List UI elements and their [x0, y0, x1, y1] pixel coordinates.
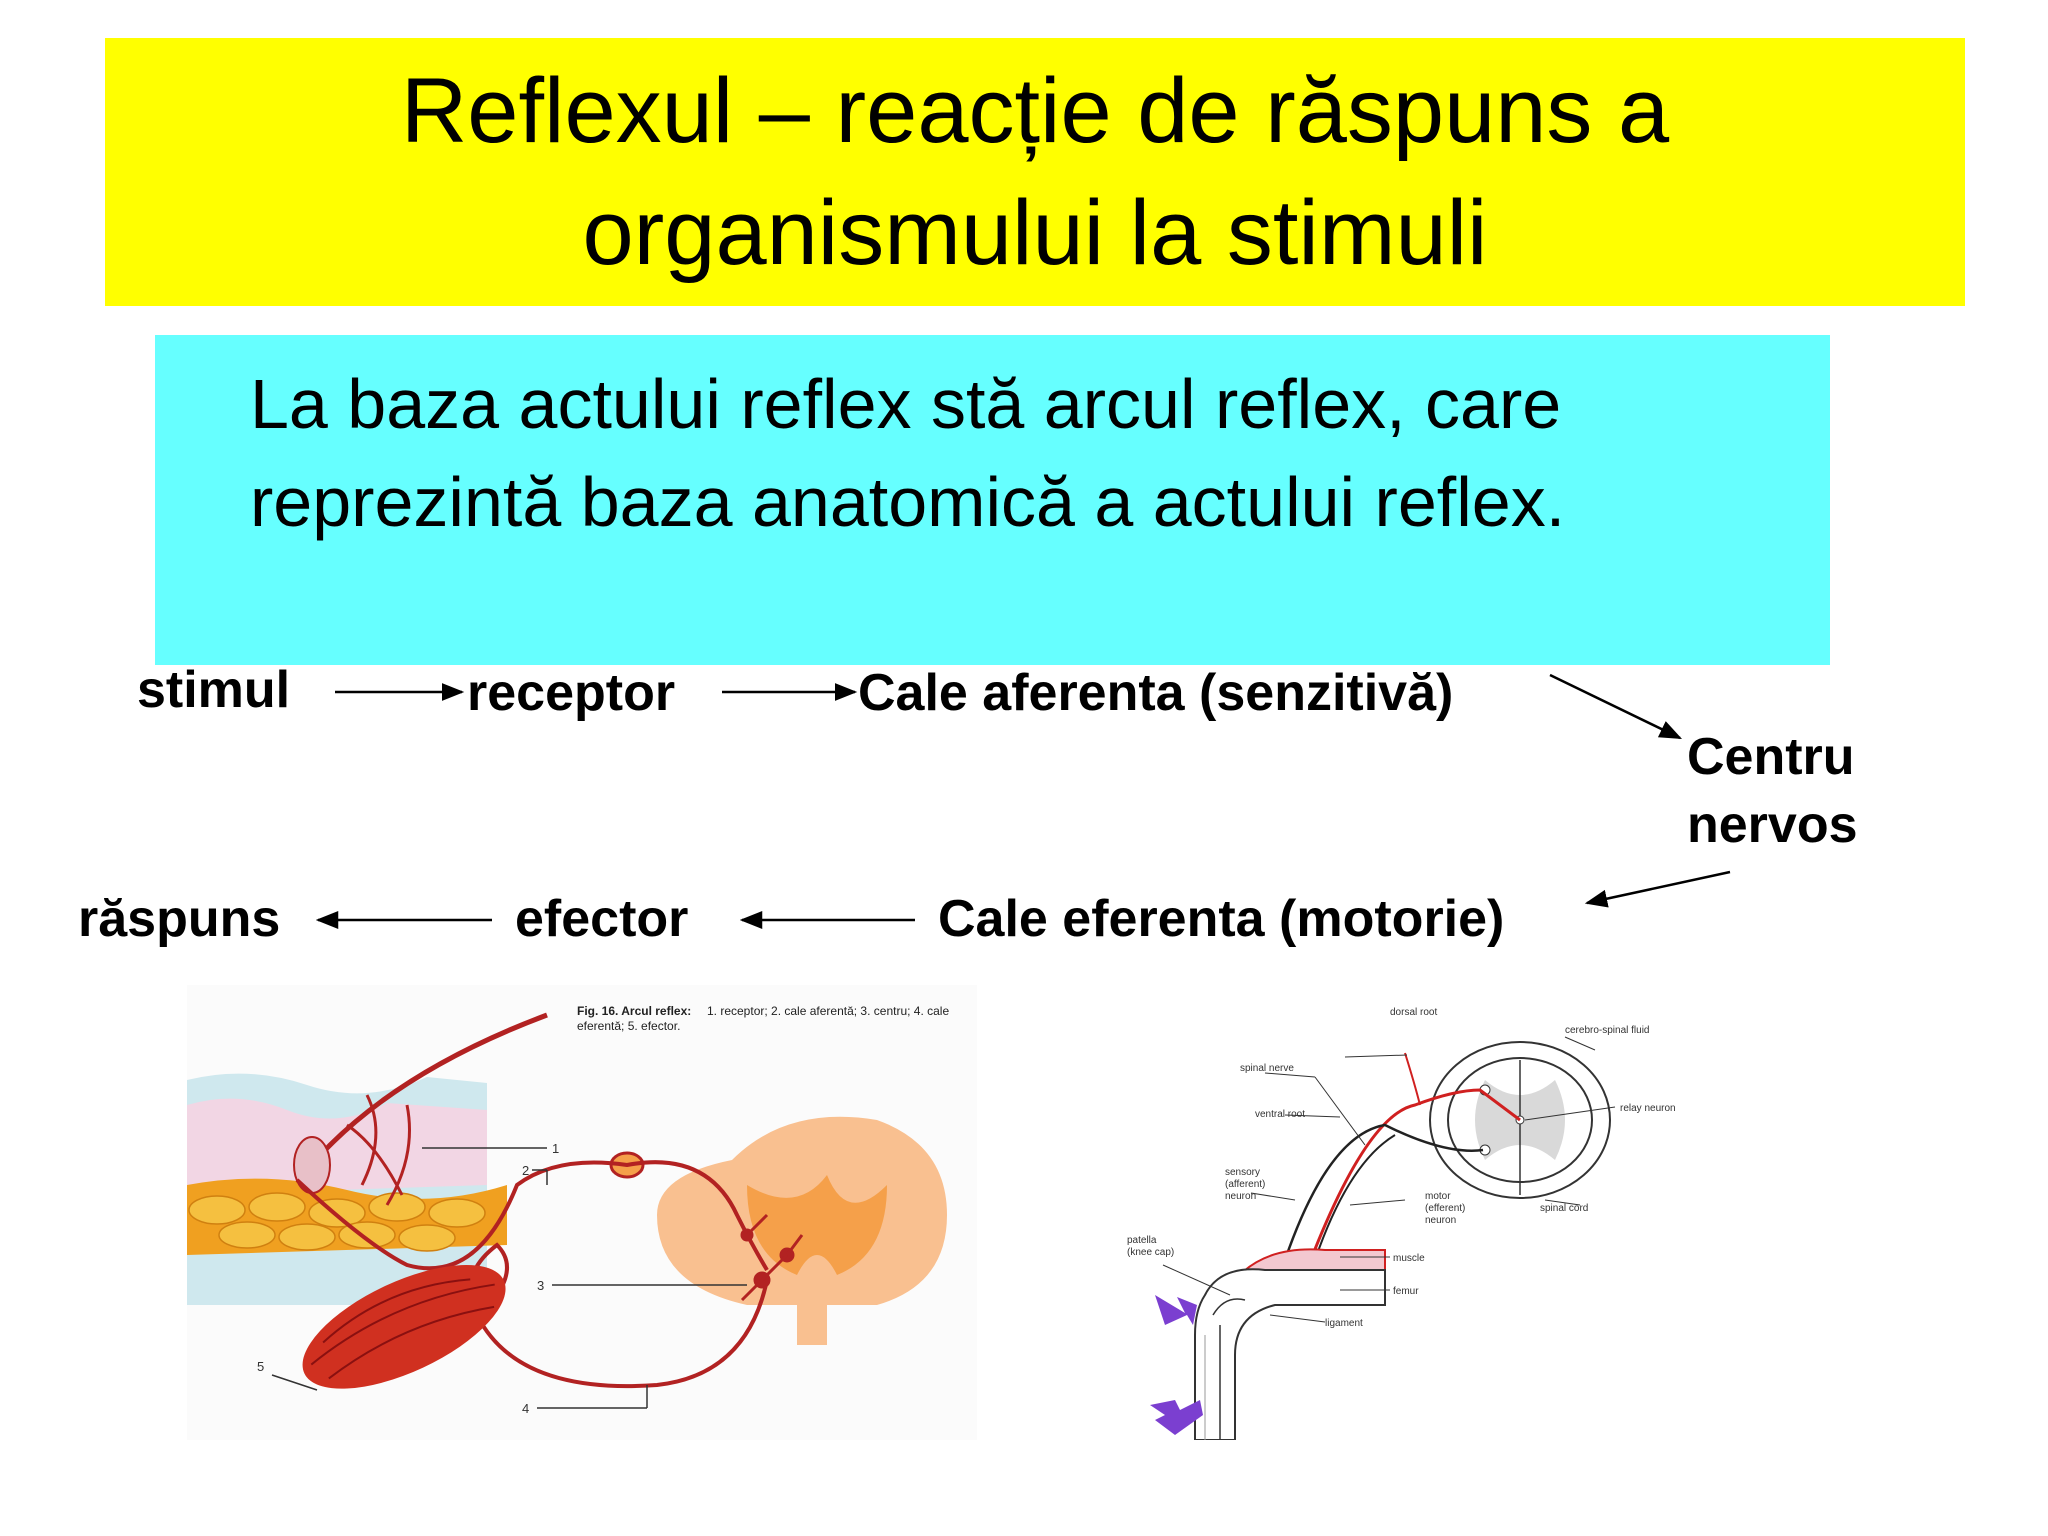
label-motor-1: motor	[1425, 1191, 1451, 1202]
label-patella-2: (knee cap)	[1127, 1247, 1174, 1258]
label-relay-neuron: relay neuron	[1620, 1103, 1676, 1114]
title-line-2: organismului la stimuli	[582, 182, 1488, 284]
label-spinal-nerve: spinal nerve	[1240, 1063, 1294, 1074]
fig-left-label-2: 2	[522, 1163, 529, 1178]
fig-left-label-4: 4	[522, 1401, 529, 1416]
label-muscle: muscle	[1393, 1253, 1425, 1264]
flow-receptor: receptor	[467, 664, 676, 722]
label-dorsal-root: dorsal root	[1390, 1007, 1437, 1018]
slide-title: Reflexul – reacție de răspuns a organism…	[235, 50, 1835, 294]
title-box: Reflexul – reacție de răspuns a organism…	[105, 38, 1965, 306]
flow-cale-eferenta: Cale eferenta (motorie)	[938, 890, 1505, 948]
info-line-2: reprezintă baza anatomică a actului refl…	[250, 463, 1566, 541]
label-spinal-cord: spinal cord	[1540, 1203, 1588, 1214]
title-line-1: Reflexul – reacție de răspuns a	[400, 60, 1670, 162]
arrow-centru-eferenta	[1584, 870, 1731, 908]
flow-efector: efector	[515, 890, 689, 948]
label-femur: femur	[1393, 1286, 1419, 1297]
flow-raspuns: răspuns	[78, 890, 281, 948]
flow-centru-line2: nervos	[1687, 796, 1858, 854]
fig-left-label-3: 3	[537, 1278, 544, 1293]
fig-left-caption-bold: Fig. 16. Arcul reflex:	[577, 1004, 691, 1018]
fig-left-label-1: 1	[552, 1141, 559, 1156]
flow-centru-line1: Centru	[1687, 728, 1855, 786]
info-box: La baza actului reflex stă arcul reflex,…	[155, 335, 1830, 665]
reflex-arc-illustration: 1 2 3 4 5 Fig. 16. Arcul reflex: 1. rece…	[187, 1004, 949, 1416]
flow-stimul: stimul	[137, 661, 291, 719]
label-csf: cerebro-spinal fluid	[1565, 1025, 1650, 1036]
label-sensory-3: neuron	[1225, 1191, 1256, 1202]
label-sensory-1: sensory	[1225, 1167, 1260, 1178]
label-patella-1: patella	[1127, 1235, 1157, 1246]
label-motor-2: (efferent)	[1425, 1203, 1465, 1214]
knee-reflex-figure: dorsal root cerebro-spinal fluid spinal …	[1125, 995, 1730, 1441]
info-line-1: La baza actului reflex stă arcul reflex,…	[250, 365, 1562, 443]
label-ventral-root: ventral root	[1255, 1109, 1305, 1120]
label-motor-3: neuron	[1425, 1215, 1456, 1226]
label-sensory-2: (afferent)	[1225, 1179, 1265, 1190]
knee-reflex-illustration: dorsal root cerebro-spinal fluid spinal …	[1127, 1007, 1676, 1441]
fig-left-caption-line2: eferentă; 5. efector.	[577, 1019, 680, 1033]
fig-left-caption-line1: 1. receptor; 2. cale aferentă; 3. centru…	[707, 1004, 949, 1018]
flow-cale-aferenta: Cale aferenta (senzitivă)	[858, 664, 1454, 722]
label-ligament: ligament	[1325, 1318, 1363, 1329]
fig-left-label-5: 5	[257, 1359, 264, 1374]
arrow-aferenta-centru	[1549, 673, 1683, 740]
reflex-arc-figure: 1 2 3 4 5 Fig. 16. Arcul reflex: 1. rece…	[187, 985, 977, 1440]
info-text: La baza actului reflex stă arcul reflex,…	[250, 355, 1810, 551]
